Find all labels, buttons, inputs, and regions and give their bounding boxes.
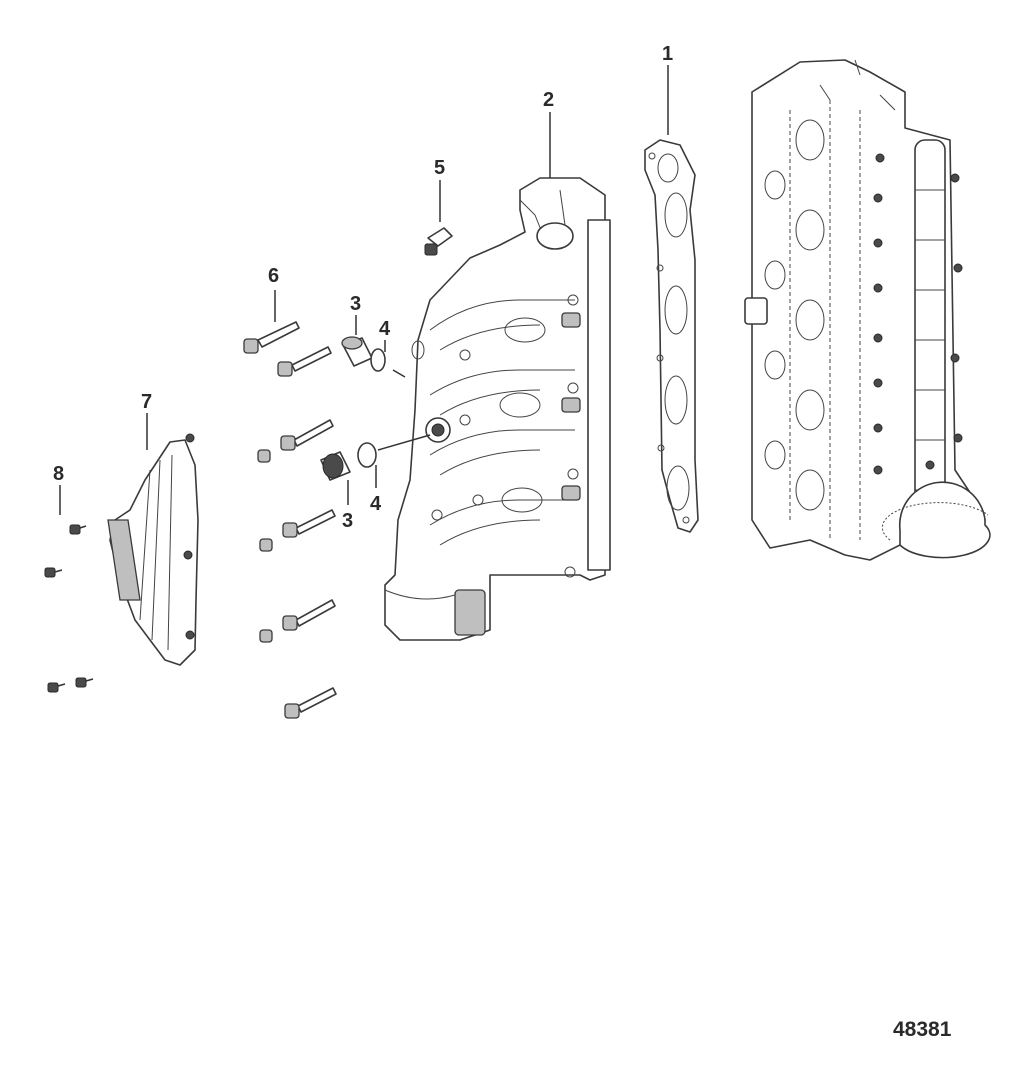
o-ring-lower bbox=[357, 442, 377, 468]
leader-lines bbox=[59, 65, 669, 515]
plug-upper bbox=[341, 336, 373, 367]
screw bbox=[69, 524, 87, 535]
callout-7: 7 bbox=[141, 391, 152, 413]
bolt bbox=[259, 599, 336, 643]
bolt bbox=[277, 346, 332, 377]
o-ring-upper bbox=[370, 348, 386, 372]
manifold-cover bbox=[107, 433, 199, 666]
callout-8: 8 bbox=[53, 463, 64, 485]
callout-3-upper: 3 bbox=[350, 293, 361, 315]
cover-screws bbox=[44, 524, 94, 693]
cylinder-head bbox=[744, 59, 991, 561]
screw bbox=[44, 567, 63, 578]
callouts: 1 2 5 6 3 4 3 4 7 8 bbox=[53, 43, 673, 532]
bolt bbox=[243, 321, 300, 354]
callout-4-upper: 4 bbox=[379, 318, 391, 340]
callout-1: 1 bbox=[662, 43, 673, 65]
elbow-fitting bbox=[424, 227, 453, 256]
plug-lower bbox=[320, 451, 351, 481]
callout-6: 6 bbox=[268, 265, 279, 287]
callout-2: 2 bbox=[543, 89, 554, 111]
bolt bbox=[257, 419, 334, 463]
exhaust-manifold bbox=[384, 177, 611, 641]
figure-number: 48381 bbox=[893, 1018, 952, 1041]
callout-5: 5 bbox=[434, 157, 445, 179]
screw bbox=[47, 682, 66, 693]
callout-3-lower: 3 bbox=[342, 510, 353, 532]
manifold-bolts bbox=[243, 321, 337, 719]
callout-4-lower: 4 bbox=[370, 493, 382, 515]
bolt bbox=[284, 687, 337, 719]
screw bbox=[75, 677, 94, 688]
manifold-gasket bbox=[644, 139, 699, 533]
bolt bbox=[259, 509, 336, 552]
